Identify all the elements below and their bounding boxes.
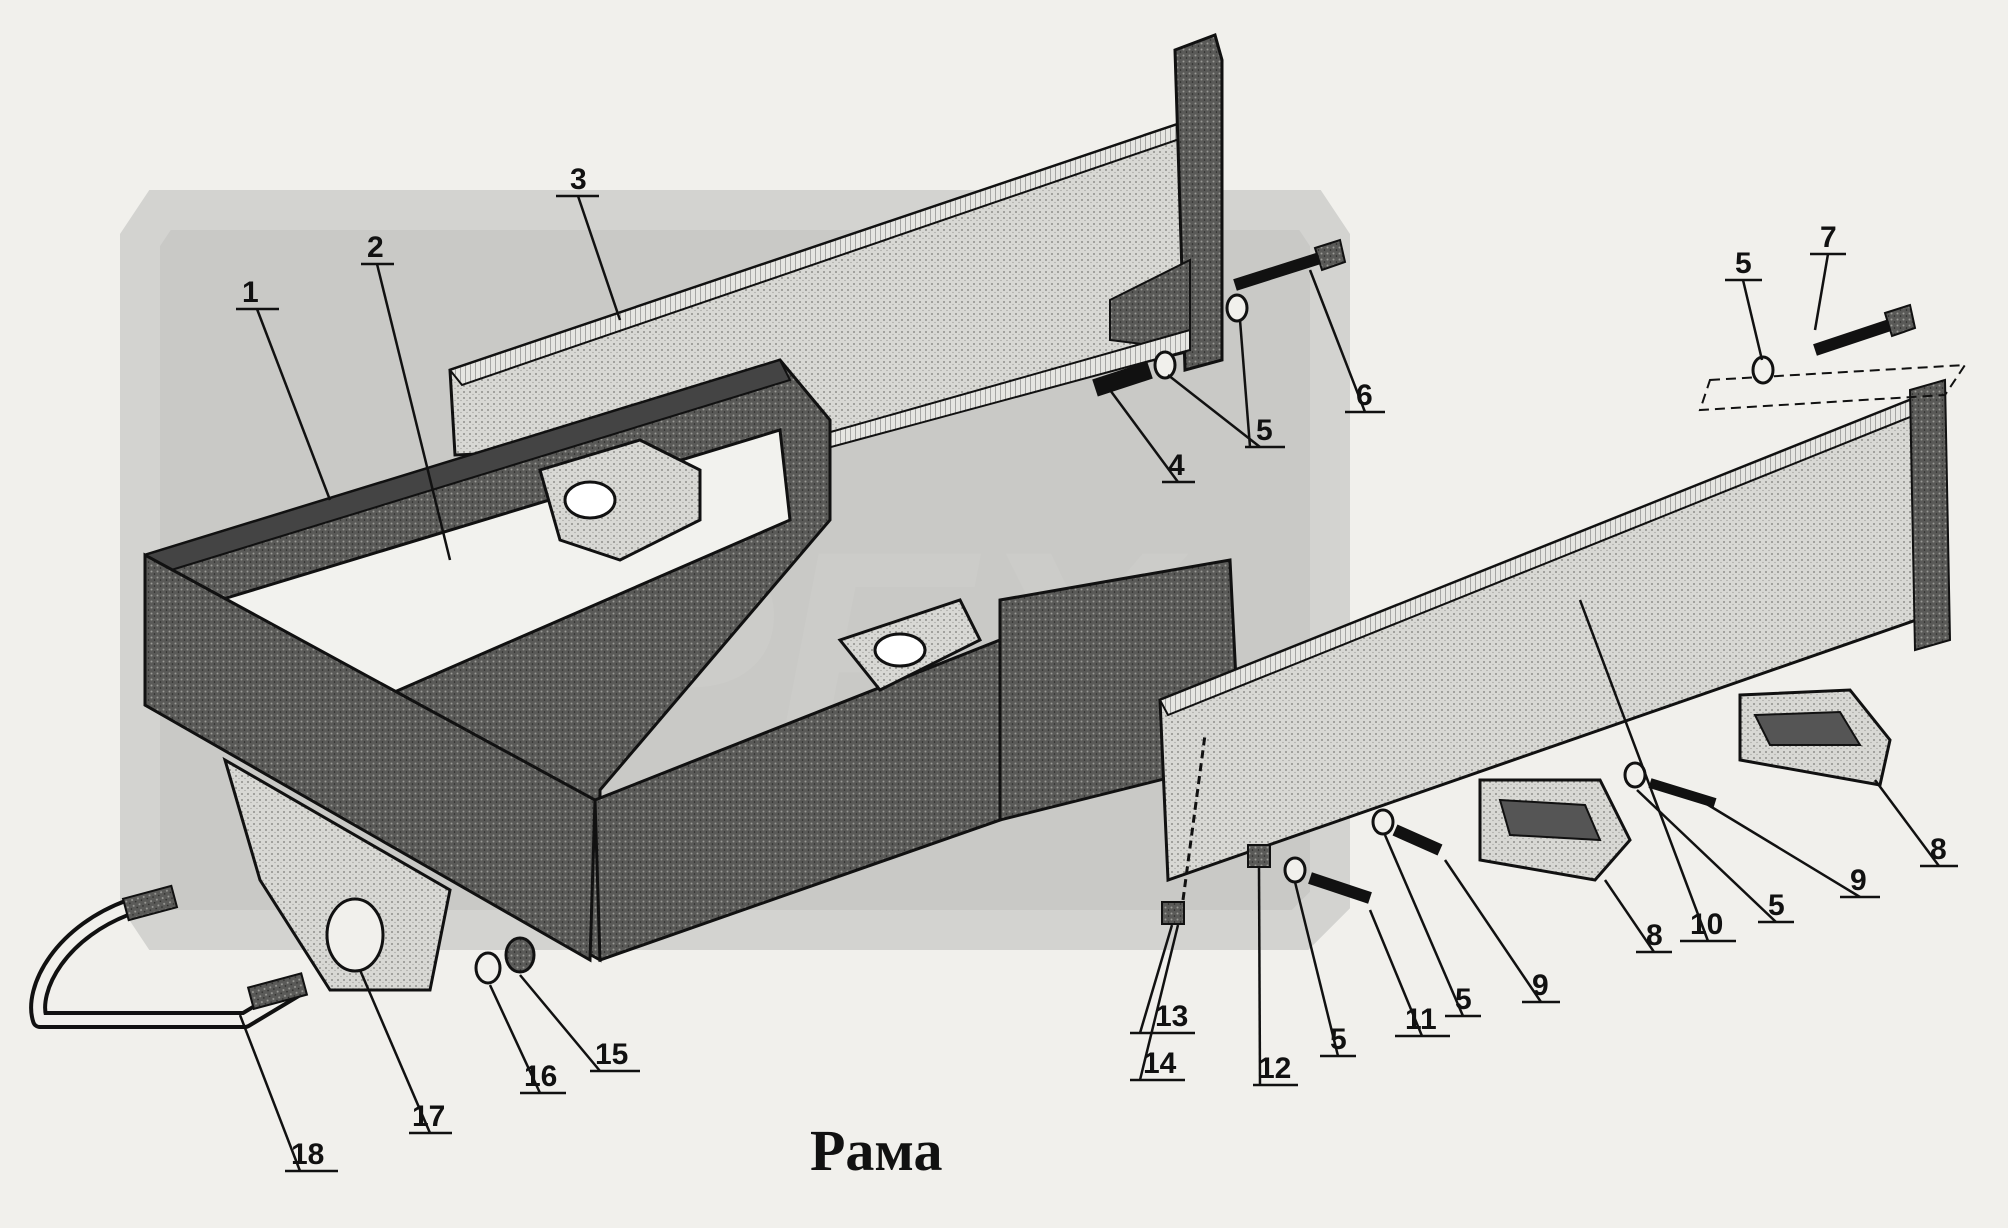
callout-2: 2 xyxy=(367,231,384,264)
bolt-part-4 xyxy=(1092,361,1153,397)
callout-7: 7 xyxy=(1820,221,1837,254)
callout-8: 8 xyxy=(1930,833,1947,866)
callout-14: 14 xyxy=(1143,1047,1177,1080)
callout-5: 5 xyxy=(1256,414,1273,447)
callout-18: 18 xyxy=(291,1138,324,1171)
callout-11: 11 xyxy=(1405,1003,1437,1036)
callout-6: 6 xyxy=(1356,379,1373,412)
callout-1: 1 xyxy=(242,276,259,309)
small-bolts xyxy=(1161,734,1717,925)
callout-9: 9 xyxy=(1532,969,1549,1002)
washers xyxy=(474,293,1775,985)
footstep-part-8-b xyxy=(1738,688,1892,787)
callout-8: 8 xyxy=(1646,919,1663,952)
footstep-part-8-a xyxy=(1478,778,1632,882)
callout-5: 5 xyxy=(1330,1023,1347,1056)
callout-17: 17 xyxy=(412,1100,445,1133)
callout-4: 4 xyxy=(1168,449,1185,482)
pipe-part-18 xyxy=(29,884,309,1029)
callout-3: 3 xyxy=(570,163,587,196)
callout-5: 5 xyxy=(1735,247,1752,280)
callout-5: 5 xyxy=(1455,983,1472,1016)
upper-rail-part-3 xyxy=(448,33,1224,457)
lower-rail-part-10 xyxy=(1158,363,1967,883)
callout-5: 5 xyxy=(1768,889,1785,922)
leader-lines xyxy=(236,194,1958,1173)
bolt-part-7 xyxy=(1813,303,1917,356)
diagram-caption: Рама xyxy=(810,1118,943,1183)
callout-16: 16 xyxy=(524,1060,557,1093)
callout-10: 10 xyxy=(1690,908,1723,941)
callout-9: 9 xyxy=(1850,864,1867,897)
callout-15: 15 xyxy=(595,1038,628,1071)
callout-12: 12 xyxy=(1258,1052,1291,1085)
callout-13: 13 xyxy=(1155,1000,1188,1033)
callout-labels: 1 2 3 4 5 6 5 7 8 9 5 10 8 9 5 11 5 12 1… xyxy=(242,163,1947,1171)
main-frame-part-1 xyxy=(143,358,1242,992)
bolt-part-6 xyxy=(1233,238,1347,291)
